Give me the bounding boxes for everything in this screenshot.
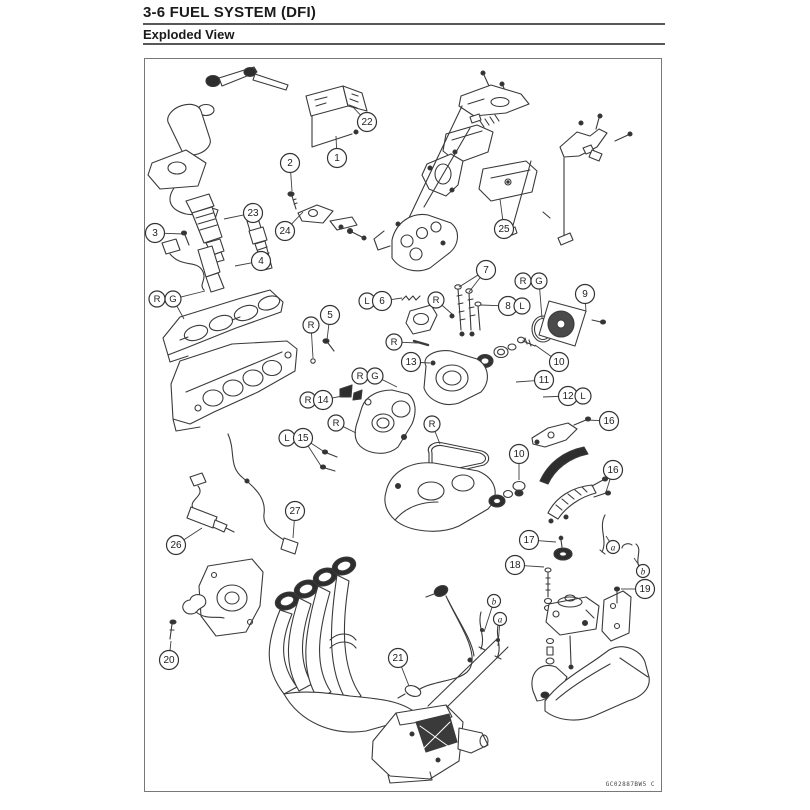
section-subtitle: Exploded View bbox=[143, 27, 235, 42]
page-title: 3-6 FUEL SYSTEM (DFI) bbox=[143, 4, 317, 21]
diagram-frame: GC02887BW5 C bbox=[144, 58, 662, 792]
title-rule bbox=[143, 23, 665, 25]
subtitle-rule bbox=[143, 43, 665, 45]
figure-code: GC02887BW5 C bbox=[605, 781, 655, 788]
